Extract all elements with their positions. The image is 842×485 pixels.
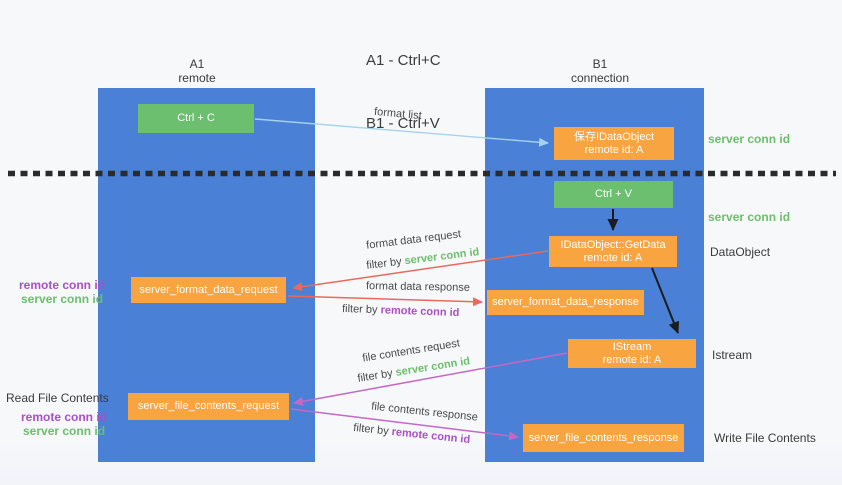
remote-conn-id-text: remote conn id (380, 304, 460, 320)
node-ctrl-c-label: Ctrl + C (177, 112, 215, 124)
title-line-1: A1 - Ctrl+C (366, 52, 441, 69)
node-istream-line2: remote id: A (602, 353, 662, 366)
filter-by-text: filter by (352, 421, 393, 438)
node-istream: IStream remote id: A (568, 339, 696, 368)
node-format-response-label: server_format_data_response (492, 296, 639, 308)
node-save-dataobject: 保存IDataObject remote id: A (554, 127, 674, 160)
annotation-server-conn-id-left-top: server conn id (21, 292, 104, 306)
annotation-remote-conn-id-left-top: remote conn id (19, 278, 106, 292)
annotation-dataobject: DataObject (710, 245, 771, 259)
annotation-istream: Istream (712, 348, 753, 362)
node-ctrl-c: Ctrl + C (138, 104, 254, 133)
column-a1-header: A1 remote (147, 57, 247, 85)
node-file-response-label: server_file_contents_response (528, 431, 679, 444)
column-b1-name: B1 (592, 57, 608, 71)
format-data-response-arrow (287, 295, 483, 307)
node-getdata: IDataObject::GetData remote id: A (549, 236, 677, 267)
column-b1-header: B1 connection (550, 57, 650, 85)
node-getdata-line2: remote id: A (583, 251, 643, 264)
annotation-server-conn-id-right-mid: server conn id (708, 210, 791, 224)
remote-conn-id-text: remote conn id (391, 425, 471, 447)
node-ctrl-v-label: Ctrl + V (595, 188, 632, 200)
node-save-dataobject-line2: remote id: A (584, 143, 644, 156)
file-contents-response-filter-label: filter by remote conn id (353, 422, 471, 447)
filter-by-text: filter by (341, 302, 381, 317)
annotation-write-file-contents: Write File Contents (714, 431, 816, 445)
annotation-read-file-contents: Read File Contents (6, 391, 109, 405)
page-title: A1 - Ctrl+C B1 - Ctrl+V (366, 8, 441, 176)
server-conn-id-text: server conn id (403, 246, 480, 268)
file-contents-response-label: file contents response (370, 400, 479, 424)
node-ctrl-v: Ctrl + V (554, 181, 673, 208)
annotation-server-conn-id-right-top: server conn id (708, 132, 791, 146)
column-b1-subtitle: connection (570, 71, 630, 85)
node-istream-line1: IStream (612, 340, 652, 353)
node-save-dataobject-line1: 保存IDataObject (573, 130, 655, 143)
node-file-request: server_file_contents_request (128, 393, 289, 420)
node-format-response: server_format_data_response (487, 290, 644, 315)
node-format-request: server_format_data_request (131, 277, 286, 303)
annotation-remote-conn-id-left-bottom: remote conn id (21, 410, 108, 424)
format-data-response-filter-label: filter by remote conn id (342, 303, 460, 320)
filter-by-text: filter by (365, 255, 406, 272)
column-a1-name: A1 (189, 57, 205, 71)
annotation-server-conn-id-left-bottom: server conn id (23, 424, 106, 438)
format-data-response-label: format data response (365, 280, 471, 294)
node-format-request-label: server_format_data_request (139, 283, 278, 296)
column-a1-subtitle: remote (178, 71, 216, 85)
node-file-request-label: server_file_contents_request (137, 400, 280, 412)
filter-by-text: filter by (356, 366, 397, 385)
node-file-response: server_file_contents_response (523, 424, 684, 452)
node-getdata-line1: IDataObject::GetData (560, 238, 666, 251)
